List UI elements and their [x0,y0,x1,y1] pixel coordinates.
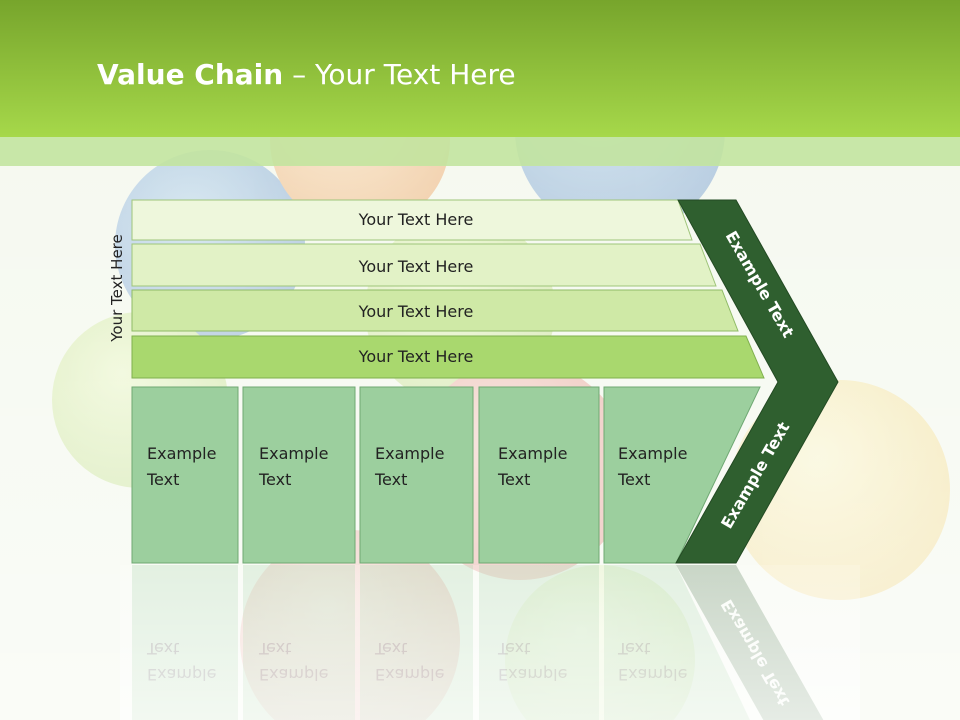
column-text-line2: Text [497,470,530,489]
title-bold: Value Chain [97,58,283,91]
title-rest: – Your Text Here [283,58,515,91]
bar-2[interactable]: Your Text Here [131,243,717,287]
page-title: Value Chain – Your Text Here [97,58,516,91]
column-text-line1: Example [147,444,216,463]
bar-4[interactable]: Your Text Here [131,335,765,379]
header-band [0,137,960,166]
bar-3[interactable]: Your Text Here [131,289,739,332]
column-text-line2: Text [258,470,291,489]
column-3[interactable]: Example Text [359,386,474,564]
column-text-line2: Text [617,470,650,489]
column-2[interactable]: Example Text [242,386,356,564]
column-text-line1: Example [259,444,328,463]
column-text-line1: Example [498,444,567,463]
column-5[interactable]: Example Text [603,386,761,564]
bar-1[interactable]: Your Text Here [131,199,693,241]
bar-label: Your Text Here [358,302,474,321]
column-1[interactable]: Example Text [131,386,239,564]
column-text-line1: Example [618,444,687,463]
column-4[interactable]: Example Text [478,386,600,564]
column-text-line2: Text [374,470,407,489]
bar-label: Your Text Here [358,347,474,366]
reflection-fade [120,565,860,720]
bar-label: Your Text Here [358,257,474,276]
bar-label: Your Text Here [358,210,474,229]
header-bar [0,0,960,137]
column-text-line2: Text [146,470,179,489]
side-label: Your Text Here [108,234,126,342]
column-text-line1: Example [375,444,444,463]
